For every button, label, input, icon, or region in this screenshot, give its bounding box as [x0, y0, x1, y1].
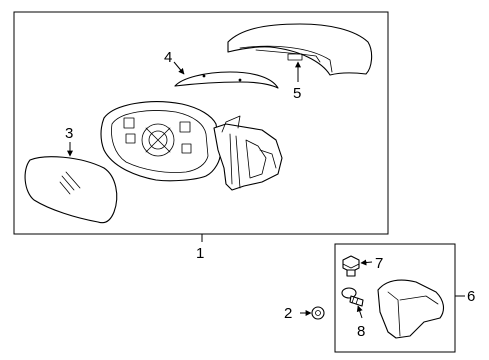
- mirror-housing: [100, 101, 283, 191]
- nut-part-2: [311, 306, 325, 320]
- mirror-assembly-frame: [13, 11, 389, 235]
- trim-strip-part-4: [174, 71, 279, 89]
- callout-7: 7: [375, 255, 383, 272]
- cover-clip-part-6: [377, 279, 445, 339]
- mirror-glass-part-3: [24, 156, 118, 224]
- callout-2: 2: [284, 305, 292, 322]
- callout-3: 3: [65, 125, 73, 142]
- leader-4: [173, 61, 185, 75]
- screw-part-8: [341, 287, 364, 307]
- callout-8: 8: [357, 323, 365, 340]
- leader-7: [360, 259, 373, 266]
- callout-1: 1: [196, 245, 204, 262]
- mirror-cover-part-5: [227, 23, 373, 76]
- callout-5: 5: [293, 85, 301, 102]
- callout-6: 6: [467, 288, 475, 305]
- hardware-kit-frame: [334, 243, 456, 353]
- leader-8: [356, 305, 363, 319]
- callout-4: 4: [164, 49, 172, 66]
- screw-part-7: [342, 255, 360, 277]
